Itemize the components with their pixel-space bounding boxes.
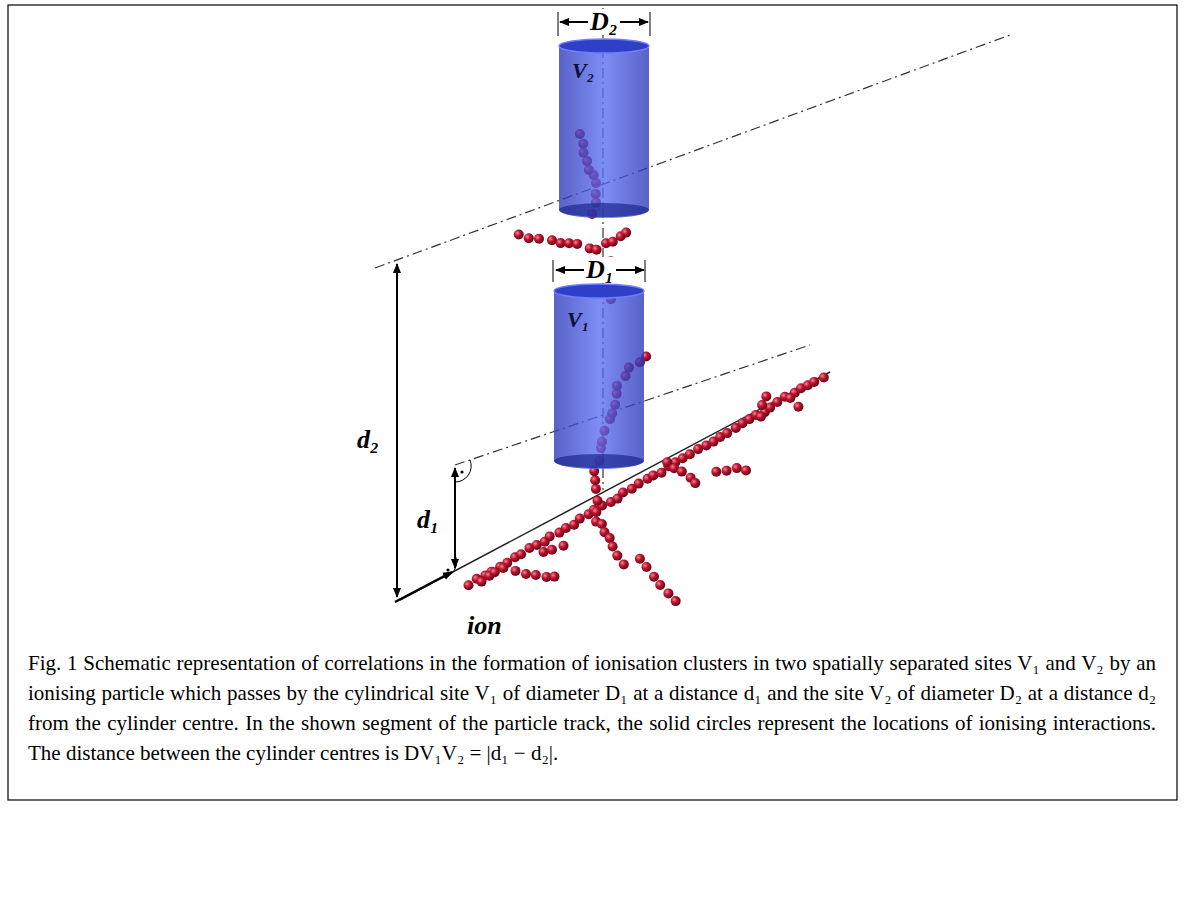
right-angle-mark: [460, 470, 463, 473]
ionisation-dot: [757, 400, 767, 410]
cylinder-site: V₁: [553, 283, 645, 469]
axis-line: [375, 35, 1010, 268]
cylinder-shape: [553, 283, 645, 469]
tick-line: [645, 260, 646, 282]
ionisation-dot: [464, 580, 474, 590]
distance-label: d₁: [417, 507, 439, 533]
ionisation-dot: [612, 551, 622, 561]
dimension-arrow: [396, 264, 398, 597]
ionisation-dot: [722, 466, 732, 476]
cylinder-site: V₂: [558, 38, 650, 218]
site-label: V₂: [572, 60, 594, 82]
ionisation-dot: [711, 467, 721, 477]
ionisation-dot: [732, 463, 742, 473]
ionisation-dot: [634, 479, 644, 489]
right-angle-mark: [455, 460, 471, 482]
ionisation-dot: [793, 402, 803, 412]
ionisation-dot: [593, 496, 603, 506]
site-label: V₁: [567, 309, 589, 331]
ionisation-dot: [550, 572, 560, 582]
dimension-label: D₁: [584, 257, 616, 283]
ionisation-dot: [539, 547, 549, 557]
ionisation-dot: [785, 393, 795, 403]
ionisation-dot: [649, 572, 659, 582]
ionisation-dot: [809, 377, 819, 387]
ionisation-dot: [655, 580, 665, 590]
ionisation-dot: [690, 478, 700, 488]
ionisation-dot: [635, 554, 645, 564]
ionisation-dot: [498, 563, 508, 573]
ionisation-dot: [514, 230, 524, 240]
ionisation-dot: [722, 428, 732, 438]
right-angle-mark: [441, 555, 457, 578]
ionisation-dot: [572, 239, 582, 249]
ionisation-dot: [524, 233, 534, 243]
ionisation-dot: [621, 228, 631, 238]
ionisation-dot: [756, 412, 766, 422]
ionisation-dot: [531, 570, 541, 580]
ionisation-dot: [545, 531, 555, 541]
dimension-label: D₂: [588, 9, 620, 35]
ionisation-dot: [575, 514, 585, 524]
cylinder-shape: [558, 38, 650, 218]
ionisation-dot: [618, 488, 628, 498]
distance-label: d₂: [357, 427, 379, 453]
ionisation-dot: [534, 234, 544, 244]
ionisation-dot: [511, 566, 521, 576]
frame: [8, 5, 1177, 800]
ionisation-dot: [547, 235, 557, 245]
tick-line: [558, 12, 559, 36]
tick-line: [650, 12, 651, 36]
ionisation-dot: [619, 559, 629, 569]
ionisation-dot: [590, 475, 600, 485]
ionisation-dot: [559, 541, 569, 551]
ionisation-dot: [608, 542, 618, 552]
figure-caption: Fig. 1 Schematic representation of corre…: [28, 648, 1156, 768]
ionisation-dot: [819, 373, 829, 383]
tick-line: [553, 260, 554, 282]
ionisation-dot: [521, 569, 531, 579]
ionisation-dot: [592, 245, 602, 255]
ionisation-dot: [671, 596, 681, 606]
ionisation-dot: [741, 465, 751, 475]
dimension-arrow: [454, 468, 456, 568]
ionisation-dot: [591, 507, 601, 517]
ionisation-dot: [663, 588, 673, 598]
ionisation-dot: [547, 545, 557, 555]
ionisation-dot: [642, 562, 652, 572]
ion-arrow: [395, 572, 452, 602]
ionisation-dot: [591, 484, 601, 494]
ionisation-dot: [490, 567, 500, 577]
ionisation-dot: [677, 467, 687, 477]
ionisation-dot: [761, 391, 771, 401]
particle-label: ion: [467, 613, 502, 639]
right-angle-mark: [446, 568, 449, 571]
ionisation-dot: [516, 549, 526, 559]
